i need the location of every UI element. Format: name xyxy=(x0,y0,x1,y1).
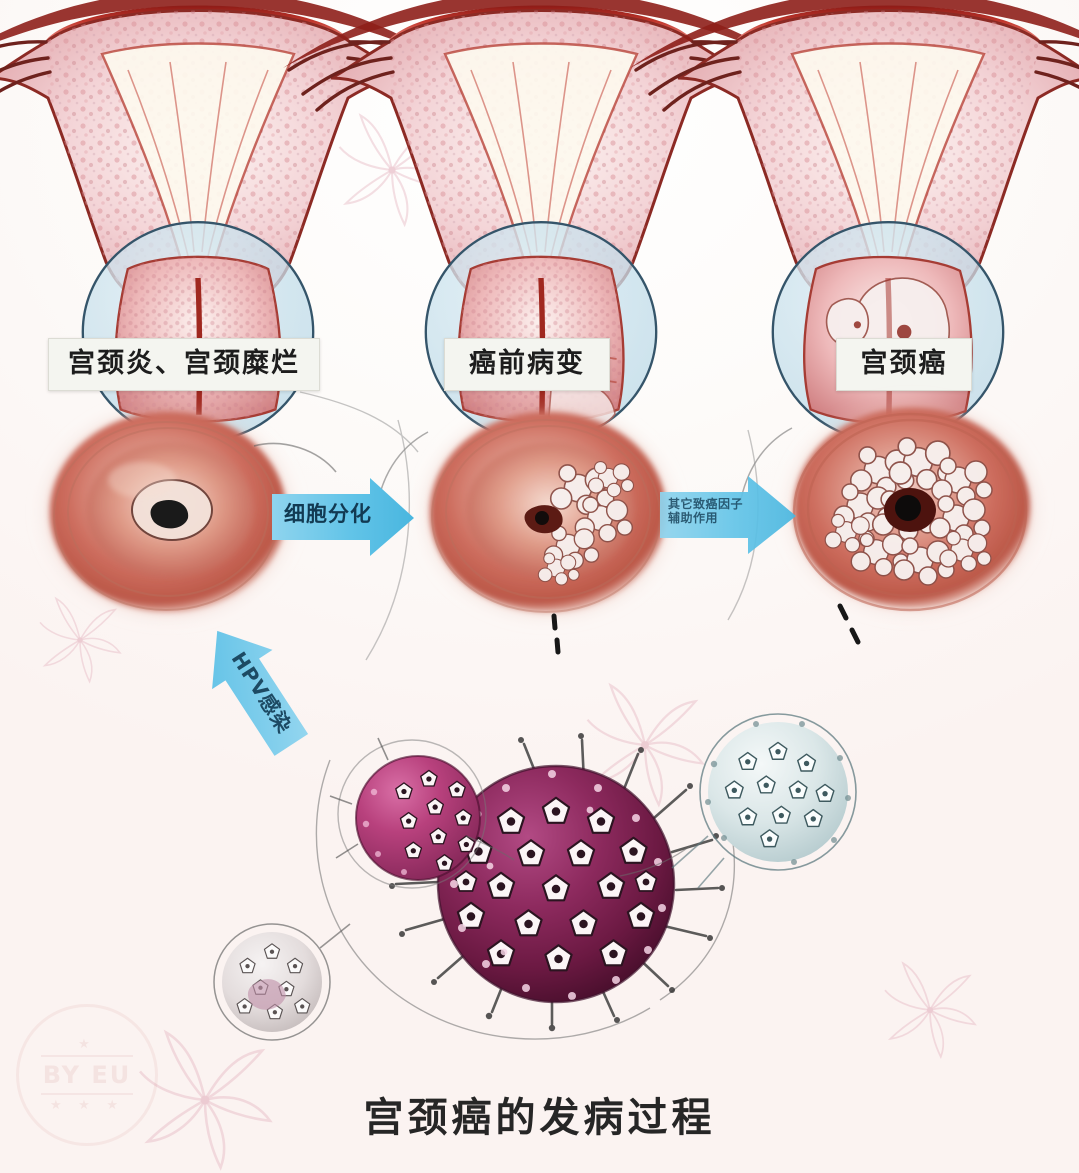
stage-label-cancer: 宫颈癌 xyxy=(836,338,972,391)
arrow-label-cell-differentiation: 细胞分化 xyxy=(284,502,372,526)
watermark-text: BY EU xyxy=(40,1055,134,1095)
hpv-virion-large xyxy=(436,764,676,1004)
watermark-stars-top: ★ xyxy=(78,1037,96,1052)
watermark: ★ BY EU ★ ★ ★ xyxy=(16,1004,158,1146)
arrow-label-other-carcinogens-line1: 其它致癌因子 xyxy=(668,497,744,511)
cervix-closeup-precancer xyxy=(375,400,680,655)
page-title: 宫颈癌的发病过程 xyxy=(363,1095,716,1141)
hpv-virion-gray-small xyxy=(213,923,351,1041)
arrow-label-hpv-infection: HPV感染 xyxy=(226,647,297,738)
virus-rays xyxy=(394,738,720,1026)
cervix-closeup-cancer xyxy=(739,396,1044,645)
hpv-virion-teal xyxy=(671,713,857,889)
watermark-stars-bottom: ★ ★ ★ xyxy=(49,1098,124,1113)
arrow-label-other-carcinogens-line2: 辅助作用 xyxy=(668,510,719,525)
arrow-label-other-carcinogens: 其它致癌因子 辅助作用 xyxy=(668,497,744,526)
stage-label-precancer: 癌前病变 xyxy=(444,338,610,391)
virus-connectors xyxy=(465,835,691,877)
hpv-virion-magenta xyxy=(329,737,487,889)
virus-outline-circle xyxy=(315,759,735,1040)
stage-label-cervicitis: 宫颈炎、宫颈糜烂 xyxy=(48,338,320,391)
